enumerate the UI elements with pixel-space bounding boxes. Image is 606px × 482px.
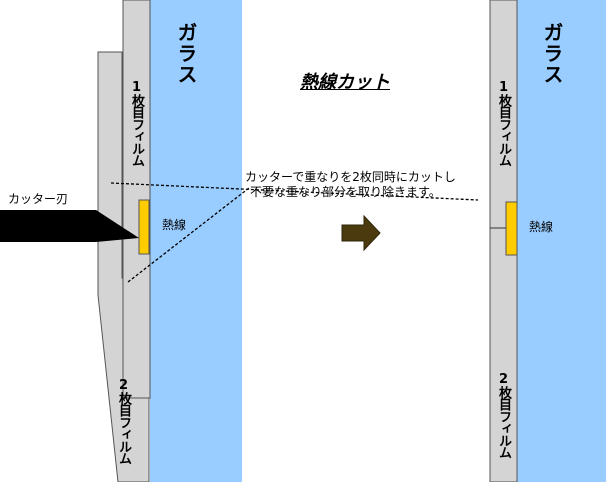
note-line-1: カッターで重なりを2枚同時にカットし — [245, 170, 456, 184]
callout-line-1 — [110, 182, 479, 201]
cutter-blade-icon — [0, 210, 139, 242]
right-wire-label: 熱線 — [529, 220, 554, 234]
right-glass-panel — [517, 0, 606, 482]
note-line-2: 不要な重なり部分を取り除きます。 — [250, 185, 441, 199]
left-glass-panel — [150, 0, 242, 482]
right-film2-label: 2枚目フィルム — [496, 372, 511, 458]
left-wire-label: 熱線 — [162, 218, 187, 232]
right-film1-label: 1枚目フィルム — [496, 80, 511, 166]
right-heat-wire — [505, 201, 518, 256]
cutter-label: カッター刃 — [8, 192, 69, 206]
right-glass-label: ガラス — [540, 22, 564, 85]
left-film2-label: 2枚目フィルム — [116, 378, 131, 464]
left-film1-label: 1枚目フィルム — [129, 80, 144, 166]
callout-line-2 — [127, 187, 250, 283]
left-heat-wire — [138, 199, 150, 255]
left-film-1 — [122, 0, 151, 399]
left-glass-label: ガラス — [174, 22, 198, 85]
right-arrow-icon — [341, 214, 381, 252]
diagram-title: 熱線カット — [300, 72, 390, 93]
